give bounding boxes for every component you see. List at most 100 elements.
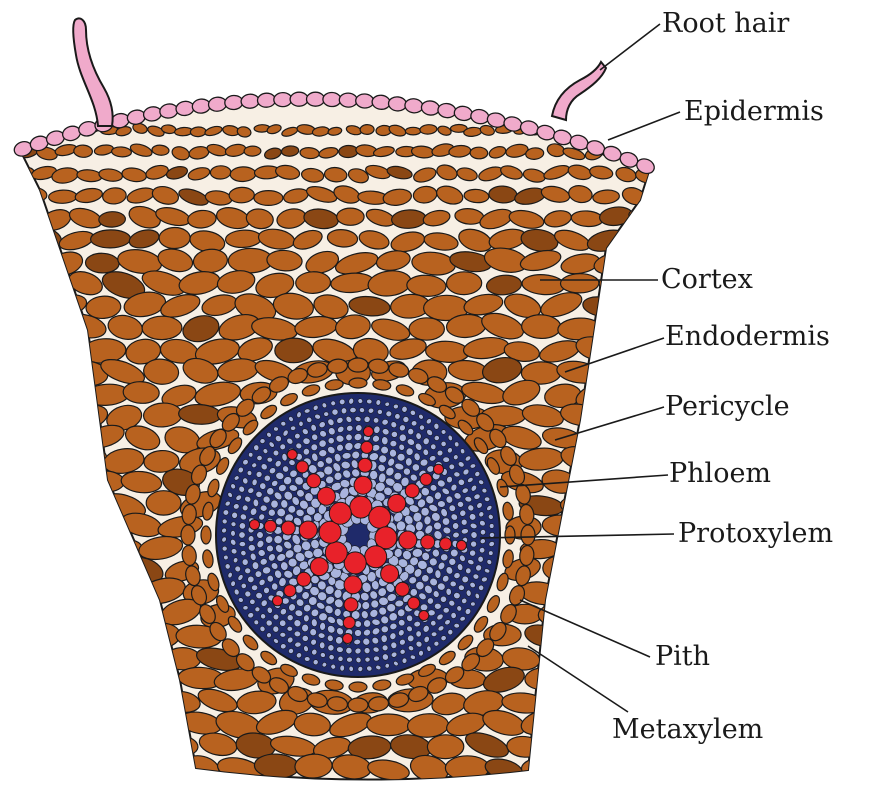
stele-cell bbox=[391, 431, 397, 437]
cortex-cell bbox=[339, 145, 359, 158]
cortex-cell bbox=[9, 210, 43, 229]
stele-cell bbox=[373, 656, 379, 662]
cortex-cell bbox=[0, 360, 31, 385]
cortex-cell bbox=[615, 555, 656, 585]
cortex-cell bbox=[584, 123, 604, 137]
epidermis-cell bbox=[339, 93, 358, 108]
cortex-cell bbox=[63, 538, 104, 563]
cortex-cell bbox=[597, 535, 635, 564]
cortex-cell bbox=[48, 733, 89, 755]
cortex-cell bbox=[230, 166, 256, 181]
stele-cell bbox=[317, 460, 325, 468]
cortex-cell bbox=[28, 754, 67, 784]
stele-cell bbox=[280, 421, 286, 426]
cortex-cell bbox=[0, 531, 33, 567]
xylem-vessel bbox=[421, 535, 435, 549]
cortex-cell bbox=[46, 601, 85, 629]
epidermis-cell bbox=[323, 92, 341, 107]
cortex-cell bbox=[141, 665, 179, 692]
cortex-cell bbox=[604, 125, 619, 135]
cortex-cell bbox=[542, 646, 579, 668]
xylem-vessel bbox=[325, 542, 347, 564]
cortex-cell bbox=[337, 208, 364, 225]
cortex-cell bbox=[228, 248, 273, 273]
xylem-vessel bbox=[434, 464, 444, 474]
cortex-cell bbox=[65, 712, 104, 738]
cortex-cell bbox=[275, 338, 313, 363]
cortex-cell bbox=[48, 190, 77, 204]
cortex-cell bbox=[8, 511, 52, 541]
stele-cell bbox=[406, 447, 414, 455]
cortex-cell bbox=[0, 188, 26, 202]
cortex-cell bbox=[99, 211, 126, 227]
cortex-cell bbox=[635, 360, 678, 386]
stele-cell bbox=[457, 501, 464, 507]
cortex-cell bbox=[405, 127, 420, 135]
stele-cell bbox=[260, 505, 267, 512]
cortex-cell bbox=[229, 187, 255, 203]
xylem-vessel bbox=[284, 585, 296, 597]
xylem-vessel bbox=[317, 487, 335, 505]
cortex-cell bbox=[599, 312, 638, 341]
stele-cell bbox=[366, 399, 372, 404]
cortex-cell bbox=[61, 753, 109, 782]
cortex-cell bbox=[103, 625, 142, 649]
cortex-cell bbox=[0, 447, 32, 474]
cortex-cell bbox=[190, 127, 206, 137]
cortex-cell bbox=[50, 689, 87, 716]
cortex-cell bbox=[27, 538, 69, 561]
stele-cell bbox=[267, 575, 274, 583]
cortex-cell bbox=[84, 688, 124, 716]
cortex-cell bbox=[559, 667, 598, 694]
cortex-cell bbox=[635, 669, 680, 695]
cortex-cell bbox=[5, 246, 52, 278]
stele-cell bbox=[465, 568, 471, 574]
cortex-cell bbox=[86, 599, 126, 631]
cortex-cell bbox=[629, 573, 680, 609]
stele-cell bbox=[446, 588, 452, 595]
stele-cell bbox=[311, 619, 318, 627]
stele-cell bbox=[251, 585, 258, 591]
xylem-vessel bbox=[297, 572, 311, 586]
cortex-cell bbox=[614, 515, 658, 536]
cortex-cell bbox=[90, 230, 130, 249]
stele-cell bbox=[401, 406, 407, 413]
cortex-cell bbox=[42, 379, 91, 409]
label-pith: Pith bbox=[655, 643, 710, 670]
stele-cell bbox=[420, 604, 428, 611]
cortex-cell bbox=[81, 510, 128, 541]
cortex-cell bbox=[360, 124, 374, 134]
stele-cell bbox=[435, 570, 442, 579]
cortex-cell bbox=[105, 666, 144, 695]
cortex-cell bbox=[580, 511, 622, 543]
stele-cell bbox=[294, 631, 301, 637]
stele-cell bbox=[431, 632, 437, 637]
stele-cell bbox=[454, 623, 460, 628]
cortex-cell bbox=[49, 468, 87, 498]
stele-cell bbox=[299, 421, 304, 426]
stele-cell bbox=[484, 497, 490, 502]
cortex-cell bbox=[159, 227, 190, 249]
stele-cell bbox=[287, 614, 294, 621]
stele-cell bbox=[272, 583, 278, 590]
xylem-vessel bbox=[343, 634, 353, 644]
stele-cell bbox=[399, 434, 406, 442]
stele-cell bbox=[257, 455, 263, 461]
stele-cell bbox=[443, 457, 450, 463]
stele-cell bbox=[252, 561, 259, 569]
stele-cell bbox=[304, 657, 310, 662]
cortex-cell bbox=[615, 295, 662, 316]
cortex-cell bbox=[7, 338, 54, 362]
cortex-cell bbox=[0, 754, 34, 786]
stele-cell bbox=[244, 568, 251, 574]
cortex-cell bbox=[617, 468, 658, 500]
cortex-cell bbox=[48, 337, 89, 368]
xylem-vessel bbox=[388, 494, 406, 512]
stele-cell bbox=[303, 448, 310, 455]
stele-cell bbox=[222, 546, 227, 551]
stele-cell bbox=[430, 620, 436, 626]
stele-cell bbox=[318, 633, 325, 639]
stele-cell bbox=[395, 414, 401, 420]
cortex-cell bbox=[0, 626, 29, 647]
stele-cell bbox=[231, 530, 236, 536]
